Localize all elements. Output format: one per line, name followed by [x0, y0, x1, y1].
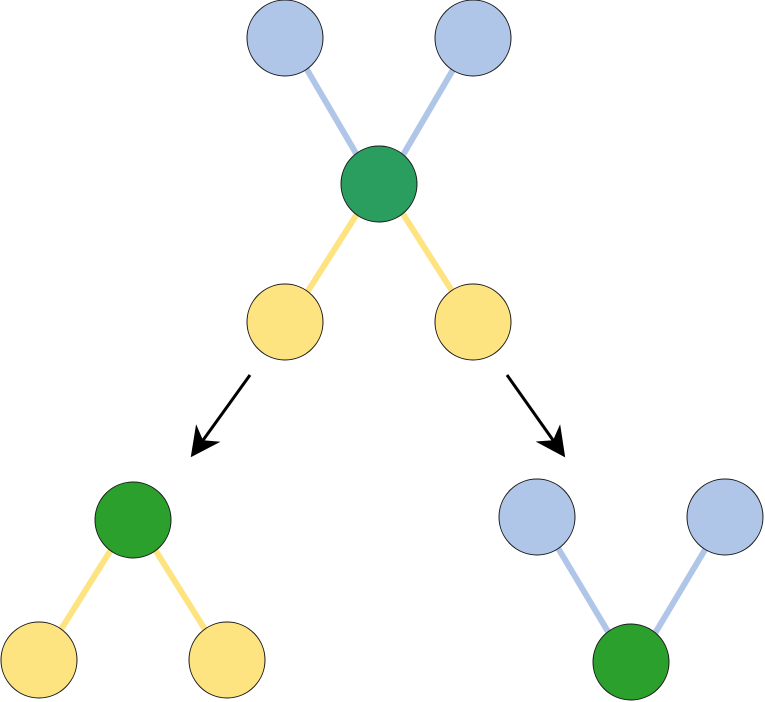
right-result-right-parent-node — [686, 478, 764, 556]
edge-top-right-parent — [400, 66, 457, 157]
top-right-parent-node — [434, 0, 512, 77]
top-center-node — [340, 145, 418, 223]
split-arrows — [190, 374, 566, 458]
left-arrow — [190, 374, 252, 458]
edge-top-left-parent — [303, 66, 360, 157]
edge-left-result-left — [57, 546, 115, 633]
right-result-root-node — [592, 623, 670, 701]
left-result-graph — [0, 481, 266, 699]
edge-right-result-left — [555, 546, 613, 637]
right-arrow — [505, 374, 566, 458]
edge-top-right-child — [400, 212, 457, 296]
right-result-graph — [498, 478, 764, 701]
right-result-left-parent-node — [498, 478, 576, 556]
left-result-left-child-node — [0, 621, 78, 699]
top-right-child-node — [434, 283, 512, 361]
top-graph — [246, 0, 512, 361]
left-result-root-node — [94, 481, 172, 559]
top-left-child-node — [246, 283, 324, 361]
left-result-right-child-node — [188, 621, 266, 699]
top-left-parent-node — [246, 0, 324, 77]
edge-right-result-right — [651, 546, 709, 637]
edge-left-result-right — [151, 546, 209, 633]
edge-top-left-child — [303, 212, 360, 296]
